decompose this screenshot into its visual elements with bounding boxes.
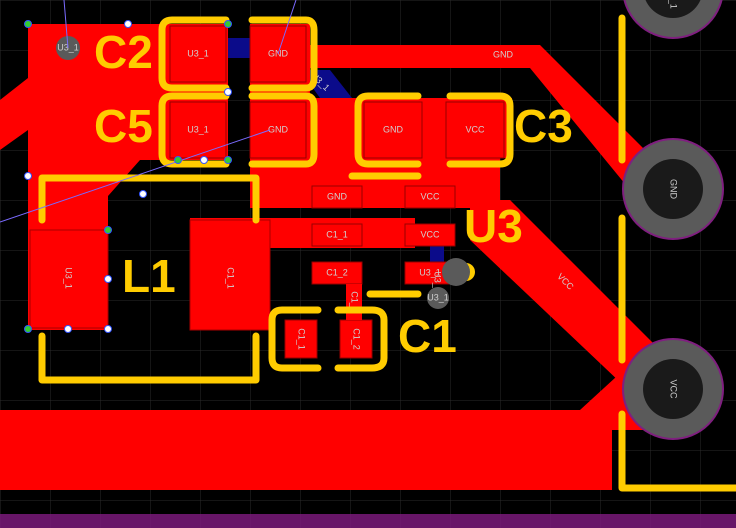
ref-c3: C3 bbox=[514, 100, 573, 152]
via-right-bottom[interactable] bbox=[427, 287, 449, 309]
pad-c1-2[interactable] bbox=[339, 319, 373, 359]
pad-c5-2[interactable] bbox=[249, 101, 307, 159]
pad-c1-1[interactable] bbox=[284, 319, 318, 359]
ref-c1: C1 bbox=[398, 310, 457, 362]
vias: U3_1 U3_1 U3_1 bbox=[56, 36, 470, 309]
via-right-bottom-label: U3_1 bbox=[427, 292, 449, 302]
ref-l1: L1 bbox=[122, 250, 176, 302]
pad-c1-1-label: C1_1 bbox=[297, 328, 307, 350]
ref-u3: U3 bbox=[464, 200, 523, 252]
ref-c2: C2 bbox=[94, 26, 153, 78]
trace-label-c1-2: C1_2 bbox=[350, 291, 360, 313]
ref-c5: C5 bbox=[94, 100, 153, 152]
connector-hole-bottom-label: VCC bbox=[669, 379, 679, 399]
selection-handles bbox=[24, 20, 232, 333]
pad-c5-2-label: GND bbox=[268, 124, 289, 134]
connector-hole-middle-label: GND bbox=[669, 179, 679, 200]
connector-hole-top[interactable] bbox=[623, 0, 723, 39]
pad-c2-1-label: U3_1 bbox=[187, 48, 209, 58]
pad-c5-1-label: U3_1 bbox=[187, 124, 209, 134]
trace-label-gnd: GND bbox=[493, 49, 514, 59]
pad-c3-2[interactable] bbox=[445, 101, 505, 159]
ratsnest bbox=[0, 0, 297, 223]
pad-u3-vcc-1-label: VCC bbox=[420, 191, 440, 201]
via-right-top-label: U3_1 bbox=[433, 271, 443, 293]
pad-u3-vcc-1[interactable] bbox=[404, 185, 456, 209]
pad-c3-1-label: GND bbox=[383, 124, 404, 134]
pad-c1-2-label: C1_2 bbox=[352, 328, 362, 350]
pad-c3-2-label: VCC bbox=[465, 124, 485, 134]
board-edge bbox=[0, 514, 736, 528]
pad-u3-c1-2-label: C1_2 bbox=[326, 267, 348, 277]
pad-l1-1-label: U3_1 bbox=[64, 267, 74, 289]
pad-u3-c1-1-label: C1_1 bbox=[326, 229, 348, 239]
vcc-bottom-trace bbox=[0, 355, 690, 490]
gnd-trace bbox=[300, 45, 650, 190]
pad-c2-1[interactable] bbox=[169, 25, 227, 83]
connector-holes: U3_1 GND VCC bbox=[622, 0, 724, 440]
via-right-top[interactable] bbox=[442, 258, 470, 286]
pad-u3-u3-1-label: U3_1 bbox=[419, 267, 441, 277]
pad-u3-gnd[interactable] bbox=[311, 185, 363, 209]
pad-u3-gnd-label: GND bbox=[327, 191, 348, 201]
pad-c3-1[interactable] bbox=[363, 101, 423, 159]
reference-designators: C2 C5 C3 L1 C1 U3 bbox=[94, 26, 573, 362]
pad-u3-vcc-2-label: VCC bbox=[420, 229, 440, 239]
silkscreen bbox=[38, 14, 736, 492]
pad-l1-2-label: C1_1 bbox=[226, 267, 236, 289]
pad-u3-vcc-2[interactable] bbox=[404, 223, 456, 247]
pad-u3-c1-1[interactable] bbox=[311, 223, 363, 247]
connector-hole-top-label: U3_1 bbox=[669, 0, 679, 9]
pad-u3-c1-2[interactable] bbox=[311, 261, 363, 285]
